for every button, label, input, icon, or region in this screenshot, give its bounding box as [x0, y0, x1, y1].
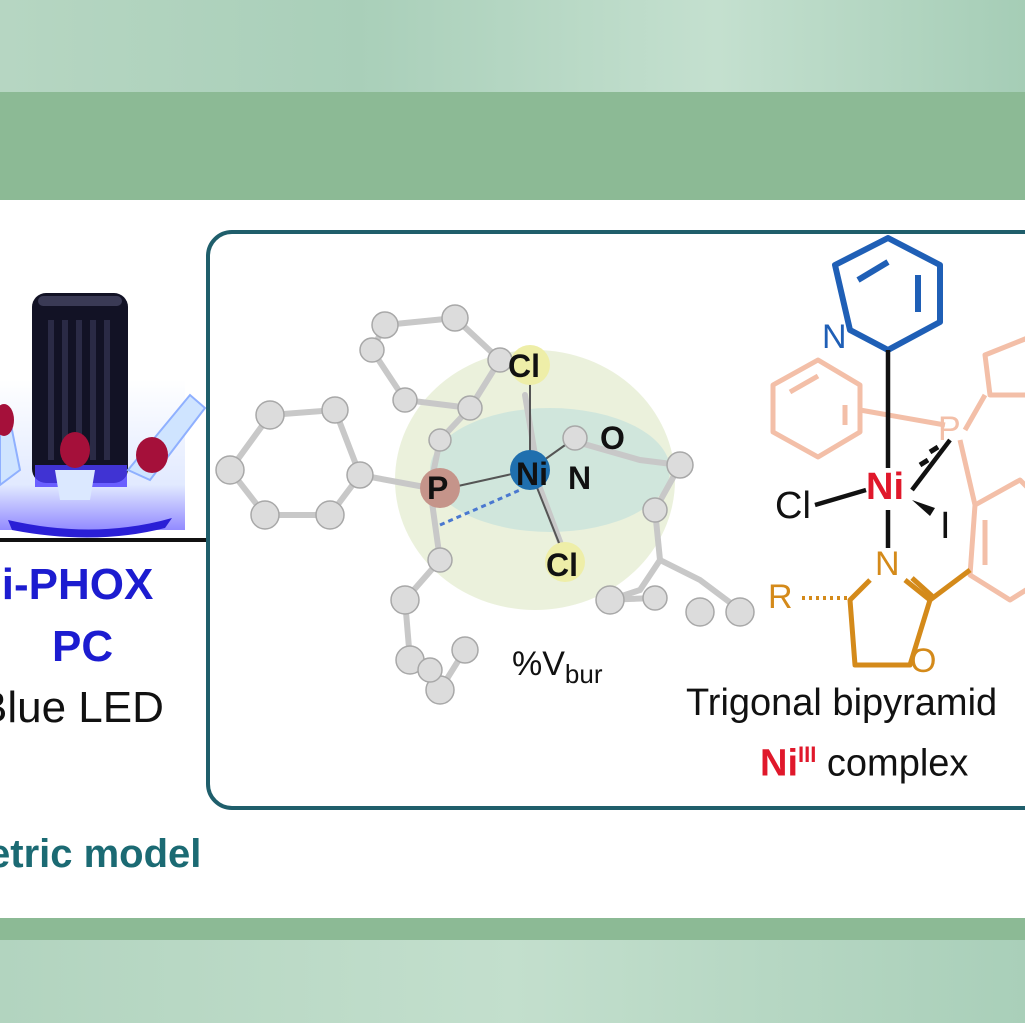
pyridine-ring	[832, 235, 943, 353]
divider-line	[0, 538, 206, 542]
vial-cap-left	[0, 404, 14, 436]
complex-caption-line1: Trigonal bipyramid	[686, 682, 998, 724]
n-atom-label: N	[568, 460, 592, 496]
vial-cap-center	[60, 432, 90, 468]
p-atom-label: P	[427, 470, 449, 506]
mechanism-panel	[206, 230, 1025, 810]
oxazoline-n-label: N	[875, 545, 900, 583]
top-dark-band	[0, 92, 1025, 200]
catalyst-label: Ni-PHOX	[0, 560, 154, 609]
skeletal-structure	[770, 235, 1025, 668]
oxazoline-ring	[847, 578, 933, 668]
photocatalyst-label: PC	[52, 622, 114, 671]
phosphorus-label: P	[938, 410, 961, 448]
ball-and-stick-model	[215, 304, 755, 705]
light-source-label: Blue LED	[0, 683, 164, 732]
r-group-label: R	[768, 578, 793, 616]
phenyl-ring-right	[982, 336, 1025, 398]
bottom-dark-band	[0, 918, 1025, 940]
nickel-label: Ni	[866, 466, 904, 508]
cl-atom-top	[510, 345, 550, 385]
cl-top-label: Cl	[508, 348, 540, 384]
cl-atom-bottom	[545, 542, 585, 582]
p-atom	[420, 468, 460, 508]
chloride-label: Cl	[775, 485, 811, 527]
ni-atom	[510, 450, 550, 490]
oxazoline-o-label: O	[910, 642, 937, 680]
pyridine-n-label: N	[822, 318, 847, 356]
phenyl-ring-backbone	[967, 477, 1025, 603]
ni-atom-label: Ni	[516, 456, 548, 492]
vial-cap-right	[136, 437, 168, 473]
phenyl-ring-left	[770, 357, 863, 460]
complex-caption-line2: NiIII complex	[760, 742, 969, 785]
top-light-band	[0, 0, 1025, 92]
o-atom-label: O	[600, 420, 625, 456]
bottom-light-band	[0, 940, 1025, 1023]
iodide-label: I	[940, 505, 951, 547]
cl-bottom-label: Cl	[546, 547, 578, 583]
photoreactor-illustration	[0, 293, 207, 538]
model-caption: etric model	[0, 832, 202, 876]
buried-volume-label: %Vbur	[512, 645, 603, 689]
